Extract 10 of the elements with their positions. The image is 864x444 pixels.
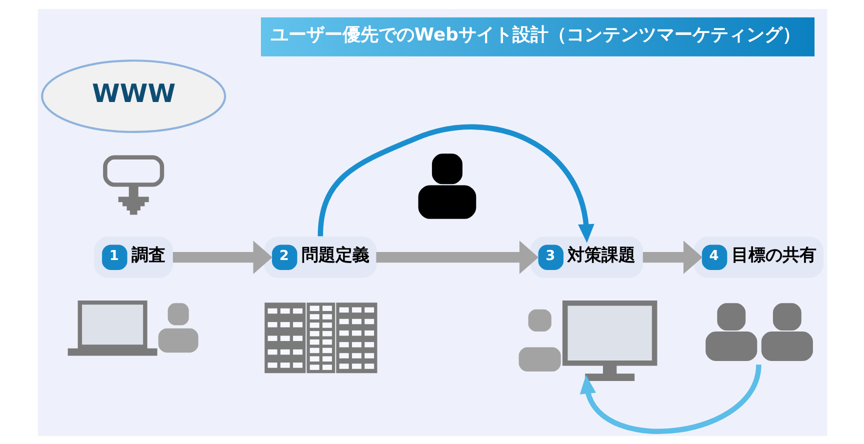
arrow bbox=[317, 124, 594, 242]
arrow bbox=[376, 240, 538, 274]
arrow bbox=[642, 240, 702, 274]
diagram-title: ユーザー優先でのWebサイト設計（コンテンツマーケティング） bbox=[270, 24, 800, 46]
node-box: 1 調査 bbox=[94, 236, 173, 278]
node-box: 2 問題定義 bbox=[264, 236, 376, 278]
node-box: 3 対策課題 bbox=[530, 236, 642, 278]
arrow bbox=[172, 240, 272, 274]
node-box: 4 目標の共有 bbox=[694, 236, 823, 278]
node-ellipse: WWW bbox=[40, 59, 226, 132]
